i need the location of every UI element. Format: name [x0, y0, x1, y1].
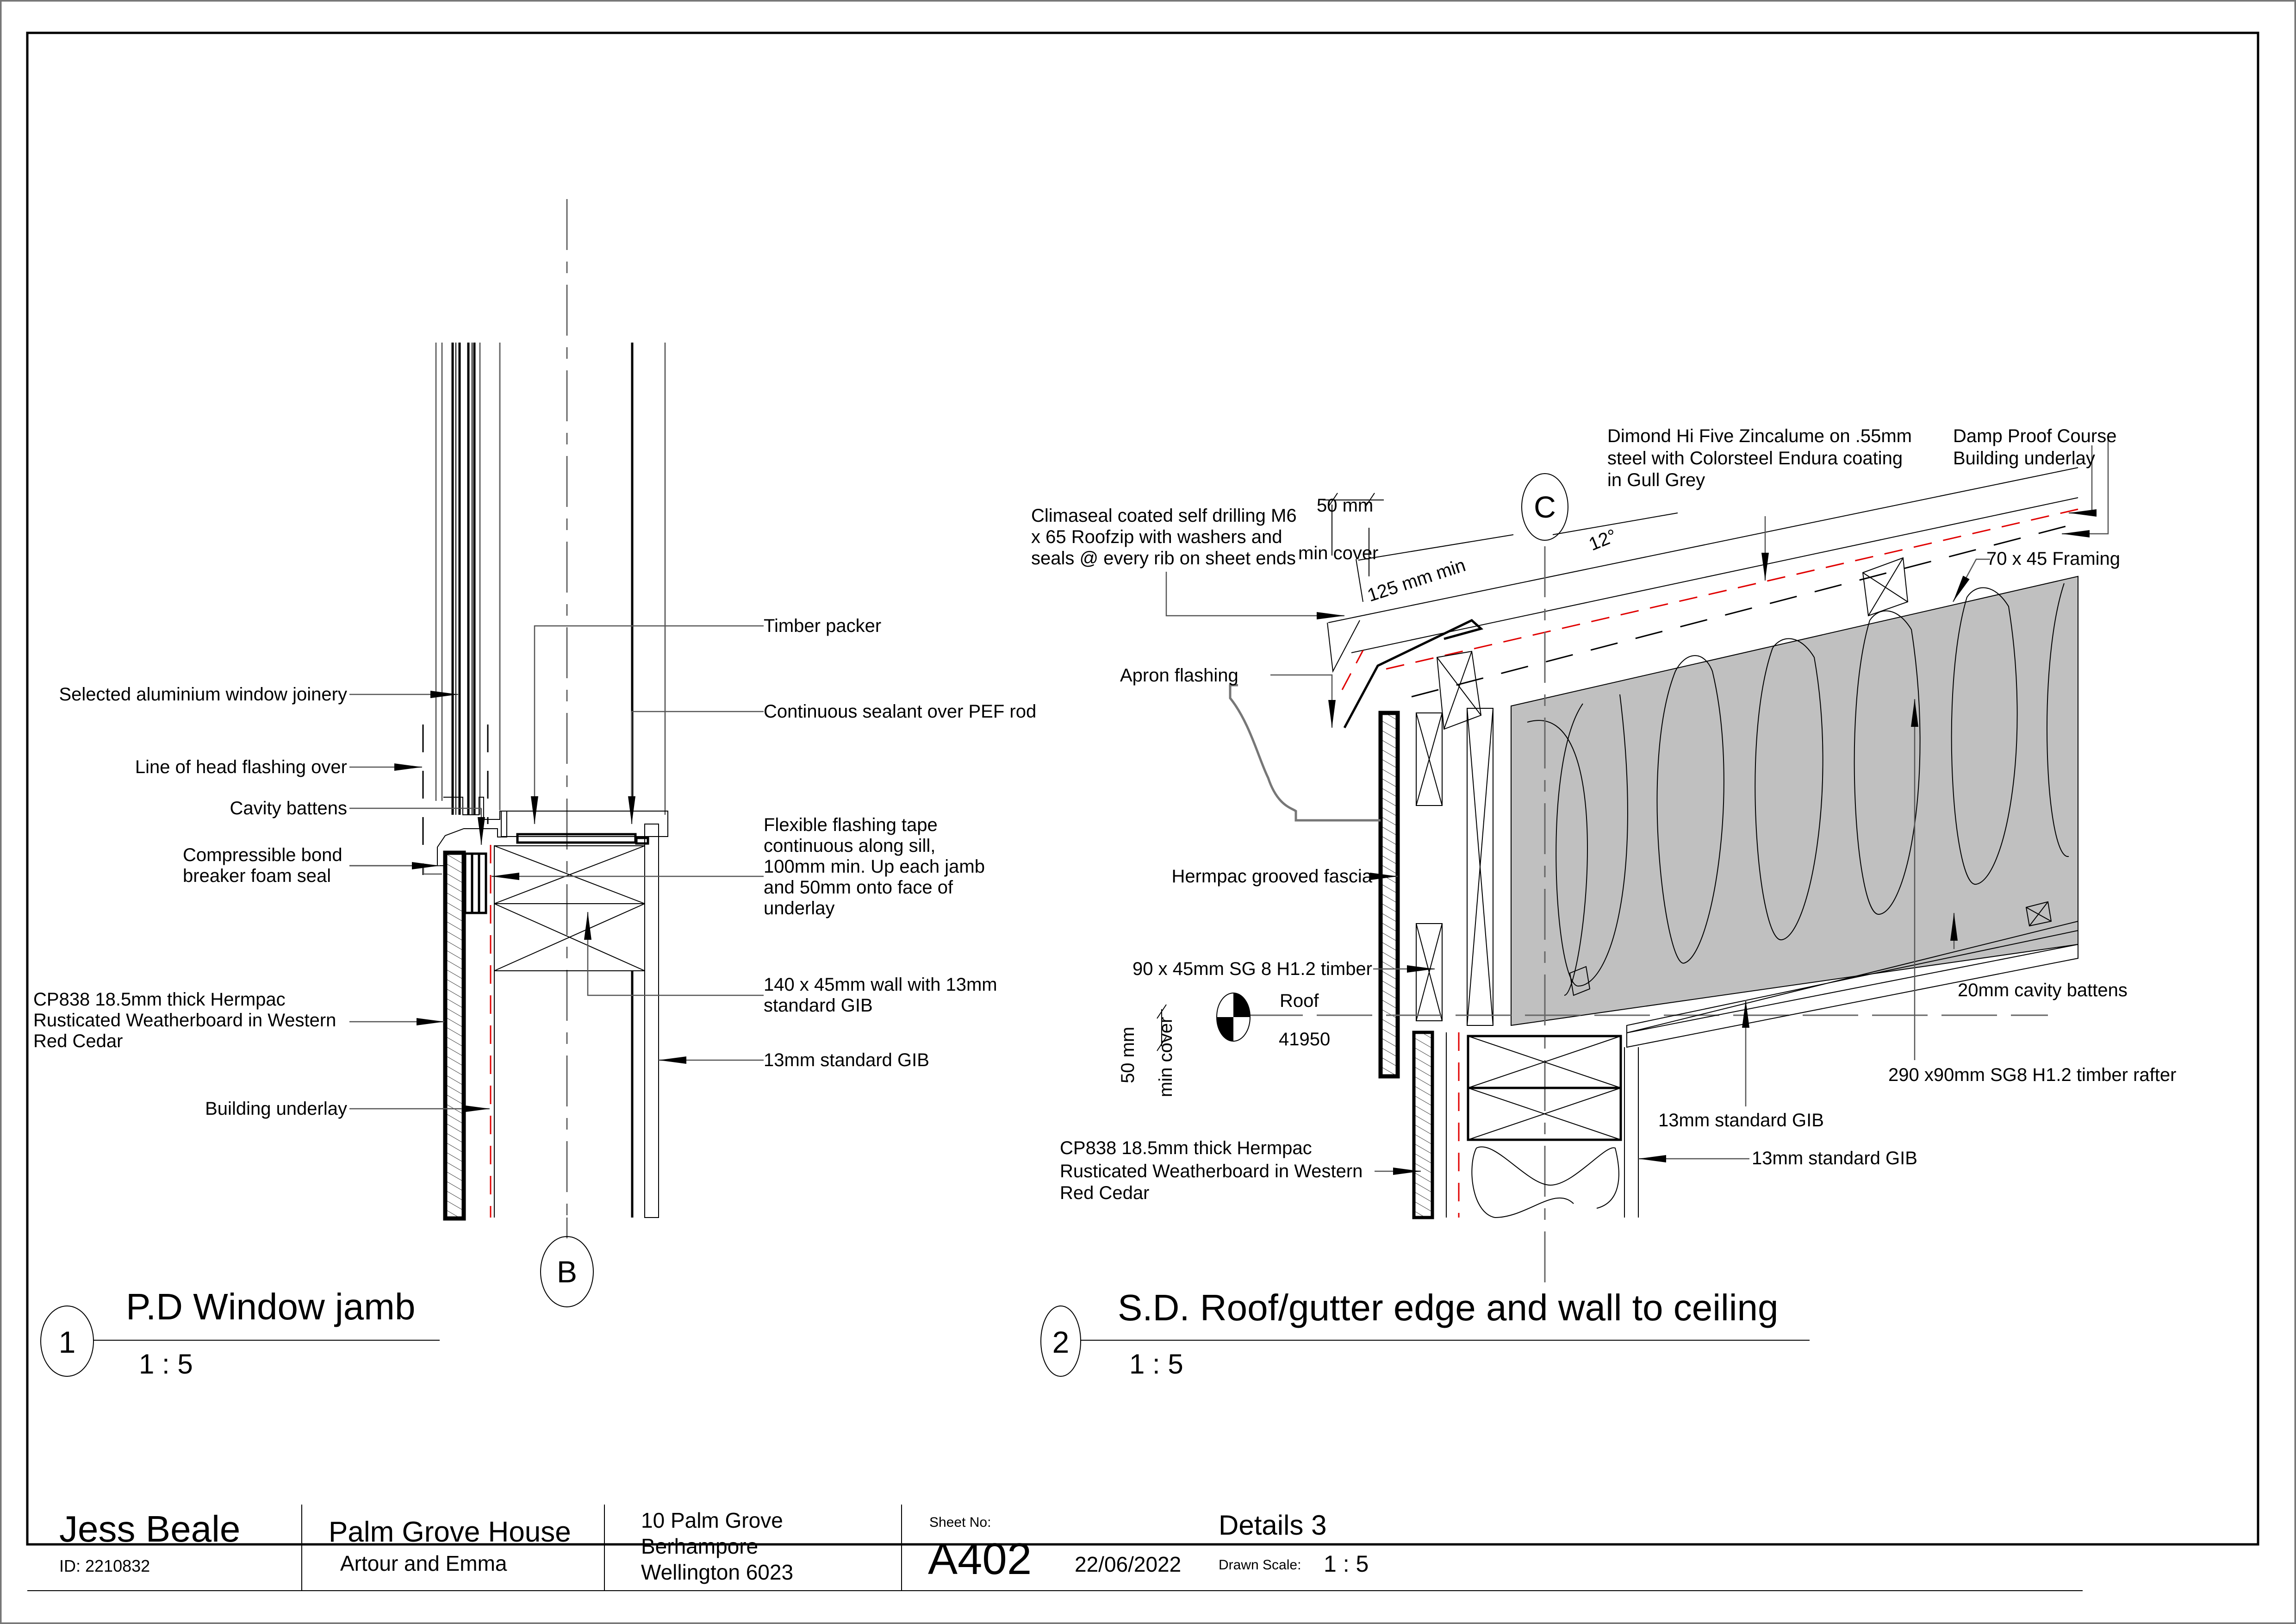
label-flashing-tape-line2: continuous along sill, — [764, 836, 935, 856]
project-name: Palm Grove House — [329, 1516, 571, 1548]
dim-cover-side-label: min cover — [1156, 1017, 1176, 1097]
label-flashing-tape-line3: 100mm min. Up each jamb — [764, 856, 985, 877]
label-bond-breaker-line2: breaker foam seal — [183, 866, 331, 886]
detail-1-window-jamb: Selected aluminium window joinery Line o… — [33, 199, 1036, 1380]
title-block: Jess Beale ID: 2210832 Palm Grove House … — [27, 1505, 2083, 1591]
detail-1-number: 1 — [59, 1325, 76, 1359]
label-window-joinery: Selected aluminium window joinery — [59, 684, 347, 705]
detail-2-scale: 1 : 5 — [1129, 1349, 1183, 1380]
wall-insulation — [1471, 1146, 1619, 1218]
label-bond-breaker-line1: Compressible bond — [183, 845, 342, 865]
label-cavity-battens-1: Cavity battens — [230, 798, 347, 818]
label-weatherboard-1-line2: Rusticated Weatherboard in Western — [33, 1010, 336, 1031]
label-flashing-tape-line1: Flexible flashing tape — [764, 815, 938, 835]
detail-2-number-bubble — [1040, 1305, 1081, 1377]
detail-2-title: S.D. Roof/gutter edge and wall to ceilin… — [1118, 1287, 1779, 1328]
label-weatherboard-2-line2: Rusticated Weatherboard in Western — [1060, 1161, 1363, 1181]
label-weatherboard-1-line1: CP838 18.5mm thick Hermpac — [33, 989, 286, 1010]
label-gib-1: 13mm standard GIB — [764, 1050, 929, 1070]
window-joinery — [422, 343, 668, 875]
gib-lining — [644, 824, 659, 1218]
author-name: Jess Beale — [59, 1508, 240, 1549]
detail-1-scale: 1 : 5 — [139, 1349, 193, 1380]
detail-2-number: 2 — [1052, 1325, 1070, 1359]
cavity-batten-ceiling-2 — [2025, 901, 2052, 927]
label-building-underlay-1: Building underlay — [205, 1099, 347, 1119]
sheet-inner-border — [26, 31, 2259, 1546]
weatherboard-2 — [1412, 1031, 1434, 1219]
dim-cover-top-label: min cover — [1298, 543, 1378, 563]
gutter — [1229, 684, 1381, 822]
label-roofzip-line2: x 65 Roofzip with washers and — [1031, 527, 1282, 547]
top-plates — [1467, 1035, 1622, 1141]
sheet-date: 22/06/2022 — [1075, 1552, 1181, 1576]
client-names: Artour and Emma — [340, 1551, 507, 1575]
label-roofing-line3: in Gull Grey — [1607, 470, 1705, 490]
label-weatherboard-2-line1: CP838 18.5mm thick Hermpac — [1060, 1138, 1312, 1158]
gridline-b-label: B — [557, 1255, 577, 1289]
label-sealant: Continuous sealant over PEF rod — [764, 701, 1036, 722]
detail-1-number-bubble — [40, 1305, 94, 1377]
author-id: ID: 2210832 — [59, 1556, 150, 1575]
gridline-bubble-c — [1521, 473, 1568, 541]
detail-1-title: P.D Window jamb — [126, 1286, 415, 1327]
label-gib-wall: 13mm standard GIB — [1752, 1148, 1917, 1168]
label-cavity-battens-2: 20mm cavity battens — [1958, 980, 2128, 1000]
label-framing-70x45: 70 x 45 Framing — [1986, 549, 2120, 569]
drawn-scale-value: 1 : 5 — [1324, 1551, 1369, 1577]
gridline-bubble-b — [540, 1236, 594, 1307]
level-value: 41950 — [1279, 1029, 1330, 1049]
framing-70x45-1 — [1436, 650, 1482, 730]
label-timber-packer: Timber packer — [764, 616, 881, 636]
rafter-end — [1467, 708, 1493, 1026]
label-dpc: Damp Proof Course — [1953, 426, 2116, 446]
label-weatherboard-1-line3: Red Cedar — [33, 1031, 123, 1051]
sheet-title: Details 3 — [1219, 1510, 1326, 1541]
label-roofzip-line1: Climaseal coated self drilling M6 — [1031, 506, 1297, 526]
label-head-flashing: Line of head flashing over — [135, 757, 347, 777]
sheet-no-label: Sheet No: — [929, 1515, 991, 1530]
apron-flashing — [1327, 620, 1360, 673]
label-roofing-line2: steel with Colorsteel Endura coating — [1607, 448, 1903, 468]
drawn-scale-label: Drawn Scale: — [1219, 1557, 1301, 1573]
wall-stud — [494, 845, 645, 1218]
weatherboard-1 — [443, 850, 466, 1221]
label-wall-line1: 140 x 45mm wall with 13mm — [764, 974, 997, 995]
label-rafter: 290 x90mm SG8 H1.2 timber rafter — [1888, 1065, 2176, 1085]
gridline-c-label: C — [1534, 490, 1556, 524]
cavity-batten-1 — [464, 852, 487, 914]
cavity-batten-ceiling-1 — [1569, 966, 1591, 996]
detail-2-roof-gutter: 50 mm min cover 125 mm min 12° 50 mm min… — [1031, 426, 2176, 1380]
label-roof-underlay: Building underlay — [1953, 448, 2095, 468]
label-apron-flashing: Apron flashing — [1120, 665, 1238, 686]
insulation-loops — [1527, 583, 2069, 996]
roof-pitch: 12° — [1586, 525, 1620, 555]
address-line-1: 10 Palm Grove — [641, 1508, 783, 1532]
label-fascia: Hermpac grooved fascia — [1171, 866, 1372, 887]
timber-90x45 — [1416, 712, 1443, 1021]
ceiling-gib — [1626, 943, 2078, 1048]
label-roofzip-line3: seals @ every rib on sheet ends — [1031, 548, 1296, 568]
label-wall-line2: standard GIB — [764, 995, 873, 1016]
dim-cover-top-value: 50 mm — [1317, 495, 1373, 516]
address-line-2: Berhampore — [641, 1534, 758, 1558]
label-gib-ceiling: 13mm standard GIB — [1658, 1110, 1824, 1131]
label-timber-90x45: 90 x 45mm SG 8 H1.2 timber — [1132, 959, 1372, 979]
label-flashing-tape-line4: and 50mm onto face of — [764, 877, 953, 898]
label-flashing-tape-line5: underlay — [764, 898, 834, 918]
roof-insulation — [1511, 575, 2078, 1026]
level-marker-icon — [1216, 993, 1251, 1042]
label-roofing-line1: Dimond Hi Five Zincalume on .55mm — [1607, 426, 1912, 446]
dim-cover-side-value: 50 mm — [1118, 1027, 1138, 1083]
hermpac-fascia — [1378, 711, 1400, 1079]
level-name: Roof — [1280, 991, 1319, 1011]
dim-lap: 125 mm min — [1365, 555, 1468, 606]
sheet-number: A402 — [928, 1534, 1032, 1584]
address-line-3: Wellington 6023 — [641, 1560, 793, 1584]
label-weatherboard-2-line3: Red Cedar — [1060, 1183, 1149, 1203]
framing-70x45-2 — [1862, 557, 1909, 617]
